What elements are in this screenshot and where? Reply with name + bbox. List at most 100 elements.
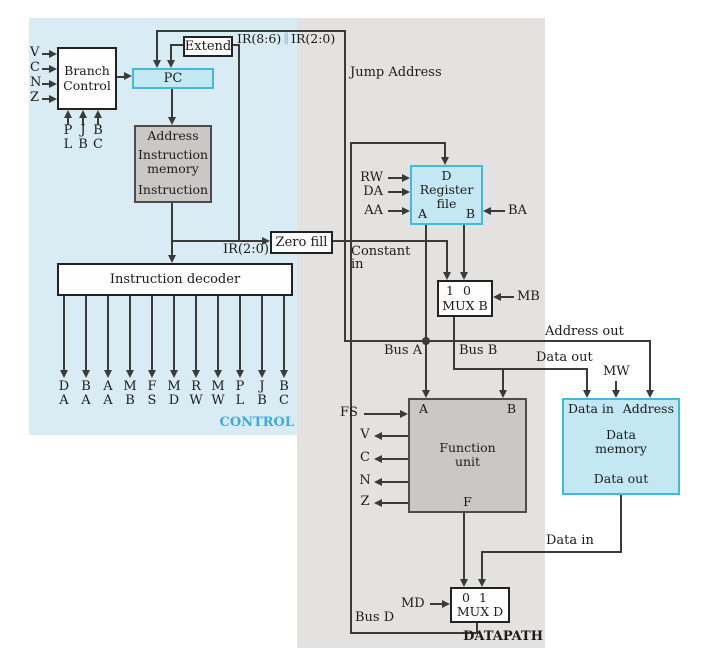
arrow-aa — [402, 207, 410, 215]
arrow-into-pc-left — [124, 72, 132, 80]
arrow-dec-out-3 — [126, 370, 134, 378]
wire-f-to-muxd — [463, 513, 465, 579]
branch-control-label-1: Branch — [64, 63, 110, 78]
wire-dec-out-7 — [217, 296, 219, 370]
arrow-da — [402, 188, 410, 196]
flag-in-n-label: N — [30, 75, 42, 90]
concat-symbol: ∥ — [283, 31, 290, 46]
arrow-bc-up — [94, 110, 102, 118]
extend-block: Extend — [183, 36, 233, 57]
arrow-mb — [493, 293, 501, 301]
instruction-memory-block: Address Instruction memory Instruction — [134, 125, 212, 203]
wire-bus-d-bottom — [350, 632, 478, 634]
wire-dec-out-10 — [283, 296, 285, 370]
dmem-datain-port: Data in — [568, 401, 614, 416]
arrow-into-muxb-0 — [460, 272, 468, 280]
regfile-name-2: file — [436, 196, 457, 211]
arrow-into-dmem-datain — [583, 390, 591, 398]
regfile-b-port: B — [465, 206, 475, 221]
wire-dec-out-1 — [85, 296, 87, 370]
arrow-fs — [400, 410, 408, 418]
fu-f-port: F — [463, 494, 472, 509]
arrow-dec-out-2 — [104, 370, 112, 378]
wire-fs — [364, 413, 400, 415]
constant-in-label-1: Constant — [351, 244, 411, 259]
jump-address-label: Jump Address — [350, 65, 442, 80]
wire-pc-to-imem — [171, 88, 173, 117]
wire-fu-v — [382, 435, 408, 437]
bus-a-label: Bus A — [384, 343, 423, 358]
datapath-region — [297, 18, 545, 648]
wire-extend-out-h — [170, 44, 183, 46]
wire-bc-up — [97, 118, 99, 125]
arrow-jb-up — [79, 110, 87, 118]
arrow-into-imem-address — [168, 117, 176, 125]
aa-label: AA — [364, 203, 383, 218]
pc-label: PC — [163, 70, 183, 86]
arrow-extend-into-pc — [167, 60, 175, 68]
flag-in-v-label: V — [30, 45, 40, 60]
wire-dec-out-2 — [107, 296, 109, 370]
zero-fill-label: Zero fill — [275, 234, 328, 250]
wire-dec-out-3 — [129, 296, 131, 370]
regfile-name-1: Register — [419, 182, 474, 197]
arrow-into-fu-b — [499, 390, 507, 398]
muxd-input-1: 1 — [479, 590, 487, 605]
muxd-label: MUX D — [456, 604, 504, 619]
data-memory-block: Data in Address Data memory Data out — [562, 398, 680, 495]
branch-control-label-2: Control — [63, 78, 111, 93]
wire-dec-out-4 — [151, 296, 153, 370]
arrow-dec-out-1 — [82, 370, 90, 378]
muxb-label: MUX B — [442, 298, 488, 313]
wire-address-out-down — [649, 342, 651, 390]
arrow-into-decoder — [168, 255, 176, 263]
fu-a-port: A — [419, 401, 429, 416]
wire-jump-top — [156, 30, 346, 32]
imem-address-port: Address — [147, 128, 199, 143]
wire-data-in — [481, 551, 622, 553]
wire-bus-d-top — [350, 142, 446, 144]
arrow-dec-out-4 — [148, 370, 156, 378]
wire-flag-n — [42, 83, 50, 85]
dmem-name-2: memory — [595, 441, 647, 456]
md-label: MD — [401, 596, 425, 611]
fs-label: FS — [340, 405, 358, 420]
arrow-flag-n — [49, 80, 57, 88]
wire-da — [388, 191, 402, 193]
mux-d-block: 0 1 MUX D — [450, 587, 510, 623]
wire-mw — [615, 381, 617, 390]
wire-dmem-out — [620, 493, 622, 553]
dmem-address-port: Address — [622, 401, 674, 416]
arrow-mw — [612, 390, 620, 398]
arrow-md — [442, 600, 450, 608]
wire-ir-to-zerofill — [172, 240, 264, 242]
arrow-pl-up — [64, 110, 72, 118]
arrow-into-muxd-1 — [478, 579, 486, 587]
register-file-block: D Register file A B — [410, 165, 483, 225]
dmem-name-1: Data — [606, 427, 636, 442]
mb-label: MB — [517, 289, 540, 304]
ba-label: BA — [508, 203, 527, 218]
fu-name-1: Function — [439, 440, 496, 455]
wire-data-out-down — [586, 370, 588, 390]
wire-bus-d-vertical — [350, 142, 352, 634]
control-region-label: CONTROL — [219, 415, 295, 430]
arrow-rw — [402, 174, 410, 182]
wire-bus-d-into-regfile — [444, 144, 446, 157]
wire-data-out — [453, 368, 588, 370]
arrow-into-dmem-address — [646, 390, 654, 398]
bus-b-label: Bus B — [459, 343, 498, 358]
arrow-into-zerofill — [262, 237, 270, 245]
wire-pl-up — [67, 118, 69, 125]
wire-dec-out-6 — [195, 296, 197, 370]
